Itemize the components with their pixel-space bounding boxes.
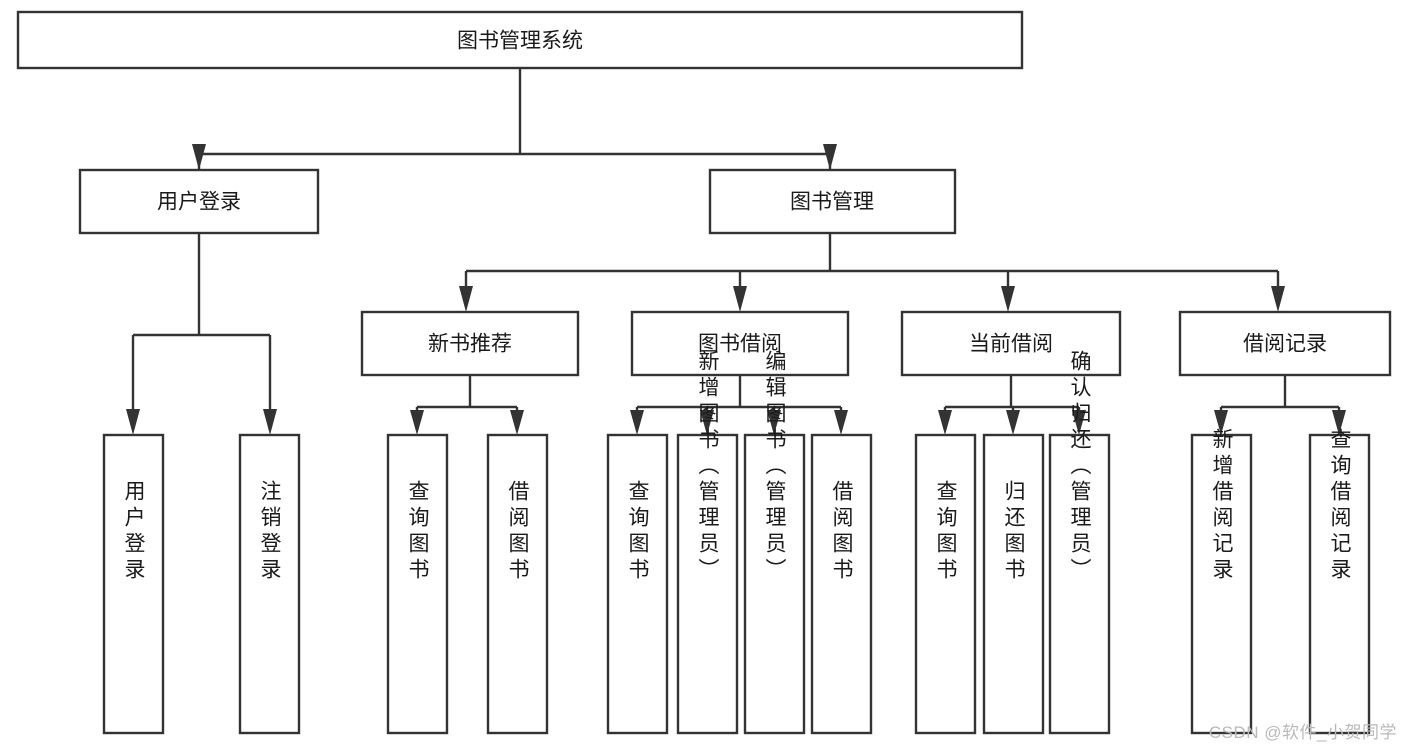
leaf-add-record-box[interactable] [1190,433,1253,735]
node-book-mgmt[interactable]: 图书管理 [708,168,957,235]
arrowhead-to-current-borrow [1001,286,1015,312]
leaf-borrow-book-1-label: 借阅图书 [506,480,530,584]
leaf-confirm-return-label: 确认归还（管理员） [1068,350,1092,584]
arrowhead-leaf-query-book-2 [630,410,644,435]
node-current-borrow-box[interactable] [900,310,1122,377]
connector-user-login-to-bus [131,233,272,420]
arrowhead-leaf-confirm-return [1072,410,1086,435]
node-book-mgmt-box[interactable] [708,168,957,235]
node-layer: 图书管理系统 用户登录 图书管理 新书推荐 图书借阅 当前借阅 借阅记录 [16,10,1392,377]
leaf-node[interactable]: 用户登录 [102,433,165,735]
leaf-query-book-1-box[interactable] [386,433,449,735]
node-new-book-rec-label: 新书推荐 [428,333,512,356]
connector-borrow-record-to-leaves [1219,375,1341,422]
leaf-node[interactable]: 借阅图书 [810,433,873,735]
node-borrow-record[interactable]: 借阅记录 [1178,310,1392,377]
arrowhead-leaf-borrow-book-2 [834,410,848,435]
leaf-borrow-book-2-label: 借阅图书 [830,480,854,584]
connector-new-book-rec-to-leaves [415,375,519,422]
node-book-borrow-label: 图书借阅 [698,333,782,356]
leaf-logout-label: 注销登录 [258,480,282,584]
leaf-node[interactable]: 注销登录 [238,433,301,735]
leaf-query-book-3-label: 查询图书 [934,480,958,584]
leaf-confirm-return-box[interactable] [1048,433,1111,735]
leaf-node[interactable]: 编辑图书（管理员） [743,350,806,735]
connector-book-mgmt-to-bus [464,233,1280,298]
node-root-label: 图书管理系统 [457,30,583,53]
node-user-login-label: 用户登录 [157,191,241,214]
node-new-book-rec-box[interactable] [360,310,580,377]
node-current-borrow-label: 当前借阅 [969,333,1053,356]
arrowhead-to-new-book-rec [459,286,473,312]
leaf-node[interactable]: 确认归还（管理员） [1048,350,1111,735]
node-user-login[interactable]: 用户登录 [78,168,320,235]
leaf-add-book-box[interactable] [676,433,739,735]
leaf-node[interactable]: 查询图书 [914,433,977,735]
arrowhead-to-borrow-record [1271,286,1285,312]
leaf-user-login-label: 用户登录 [122,480,146,584]
arrowhead-to-book-mgmt [823,144,837,170]
leaf-node[interactable]: 归还图书 [982,433,1045,735]
leaf-logout-box[interactable] [238,433,301,735]
leaf-return-book-box[interactable] [982,433,1045,735]
leaf-query-book-3-box[interactable] [914,433,977,735]
arrowhead-to-book-borrow [733,286,747,312]
node-book-mgmt-label: 图书管理 [790,191,874,214]
connector-root-to-bus [197,68,832,185]
leaf-borrow-book-1-box[interactable] [486,433,549,735]
connector-layer [126,68,1346,435]
arrowhead-leaf-query-book-1 [410,410,424,435]
arrowhead-leaf-query-book-3 [938,410,952,435]
arrowhead-leaf-user-login [126,409,140,435]
leaf-edit-book-label: 编辑图书（管理员） [763,350,787,584]
node-new-book-rec[interactable]: 新书推荐 [360,310,580,377]
leaf-node[interactable]: 查询图书 [606,433,669,735]
arrowhead-leaf-borrow-book-1 [510,410,524,435]
leaf-query-record-label: 查询借阅记录 [1328,428,1352,584]
node-current-borrow[interactable]: 当前借阅 [900,310,1122,377]
node-root-box[interactable] [16,10,1024,70]
leaf-query-book-2-label: 查询图书 [626,480,650,584]
leaf-query-book-1-label: 查询图书 [406,480,430,584]
leaf-query-record-box[interactable] [1308,433,1371,735]
leaf-query-book-2-box[interactable] [606,433,669,735]
node-root[interactable]: 图书管理系统 [16,10,1024,70]
node-book-borrow-box[interactable] [630,310,850,377]
node-borrow-record-box[interactable] [1178,310,1392,377]
node-book-borrow[interactable]: 图书借阅 [630,310,850,377]
arrowhead-leaf-query-record [1332,410,1346,435]
leaf-user-login-box[interactable] [102,433,165,735]
leaf-node[interactable]: 新增图书（管理员） [676,350,739,735]
arrowhead-leaf-add-record [1214,410,1228,435]
leaf-add-record-label: 新增借阅记录 [1210,428,1234,584]
leaf-edit-book-box[interactable] [743,433,806,735]
leaf-node[interactable]: 新增借阅记录 [1190,428,1253,735]
arrowhead-to-user-login [192,144,206,170]
leaf-layer: 用户登录 注销登录 查询图书 借阅图书 查询图书 新增图书（管理员） 编辑图书（管理员） 借阅… [102,350,1371,735]
node-user-login-box[interactable] [78,168,320,235]
leaf-borrow-book-2-box[interactable] [810,433,873,735]
leaf-node[interactable]: 借阅图书 [486,433,549,735]
leaf-return-book-label: 归还图书 [1002,480,1026,584]
leaf-node[interactable]: 查询图书 [386,433,449,735]
leaf-add-book-label: 新增图书（管理员） [696,350,720,584]
arrowhead-leaf-logout [263,409,277,435]
arrowhead-leaf-edit-book [767,410,781,435]
arrowhead-leaf-return-book [1006,410,1020,435]
node-borrow-record-label: 借阅记录 [1243,333,1327,356]
arrowhead-leaf-add-book [700,410,714,435]
leaf-node[interactable]: 查询借阅记录 [1308,428,1371,735]
connector-book-borrow-to-leaves [635,375,843,422]
